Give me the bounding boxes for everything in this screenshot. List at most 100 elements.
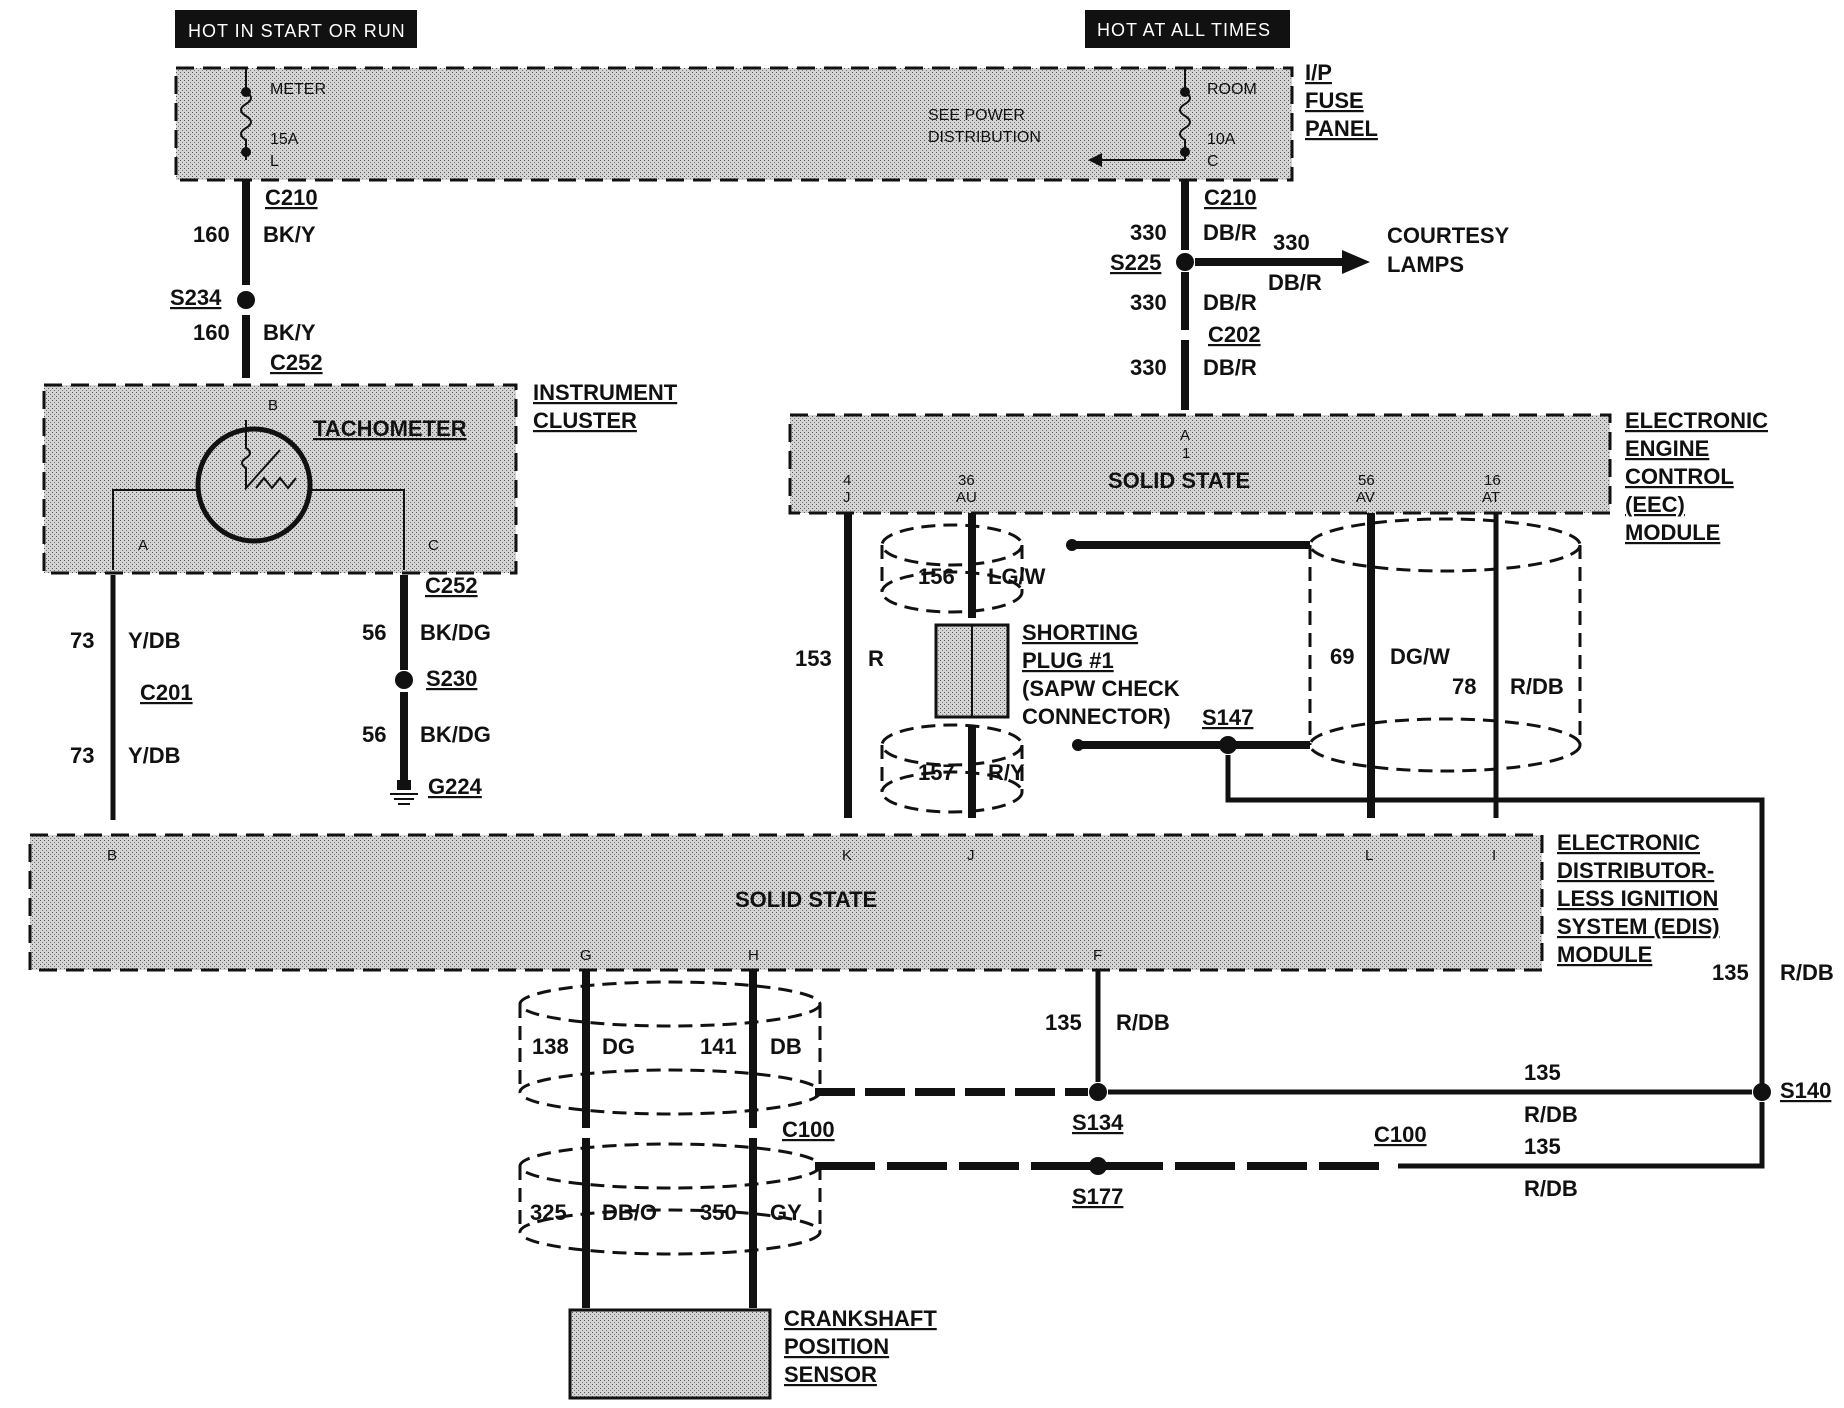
courtesy-lamps-label-1: COURTESY bbox=[1387, 223, 1510, 248]
circuit-330-a-color: DB/R bbox=[1203, 220, 1257, 245]
connector-c100-left: C100 bbox=[782, 1117, 835, 1142]
edis-pin-b: B bbox=[107, 847, 117, 864]
svg-text:SENSOR: SENSOR bbox=[784, 1362, 877, 1387]
splice-s230: S230 bbox=[426, 666, 477, 691]
eec-module-label: ELECTRONIC ENGINE CONTROL (EEC) MODULE bbox=[1625, 408, 1768, 545]
tachometer-label: TACHOMETER bbox=[313, 416, 467, 441]
circuit-350-color: GY bbox=[770, 1200, 802, 1225]
circuit-56-upper-color: BK/DG bbox=[420, 620, 491, 645]
crankshaft-sensor-box bbox=[568, 1308, 772, 1400]
ground-g224: G224 bbox=[428, 774, 483, 799]
circuit-56-upper-num: 56 bbox=[362, 620, 386, 645]
circuit-330-b-color: DB/R bbox=[1268, 270, 1322, 295]
shield-325-350-bottom bbox=[518, 1208, 822, 1256]
eec-pin-a-letter: 1 bbox=[1182, 445, 1190, 462]
splice-s234: S234 bbox=[170, 285, 222, 310]
edis-pin-f: F bbox=[1093, 947, 1102, 964]
circuit-135-d-color: R/DB bbox=[1780, 960, 1834, 985]
power-distribution-arrowhead bbox=[1088, 153, 1102, 167]
shield-156-top bbox=[880, 523, 1024, 567]
svg-text:LESS IGNITION: LESS IGNITION bbox=[1557, 886, 1718, 911]
tachometer-needle bbox=[241, 420, 297, 491]
svg-text:INSTRUMENT: INSTRUMENT bbox=[533, 380, 678, 405]
meter-fuse bbox=[240, 68, 252, 160]
circuit-69-color: DG/W bbox=[1390, 644, 1450, 669]
splice-s147: S147 bbox=[1202, 705, 1253, 730]
circuit-157-num: 157 bbox=[918, 760, 955, 785]
svg-text:CONNECTOR): CONNECTOR) bbox=[1022, 704, 1171, 729]
eec-pin-j-letter: J bbox=[843, 489, 851, 506]
edis-pin-j: J bbox=[967, 847, 975, 864]
fuse-panel-box bbox=[174, 66, 1294, 182]
circuit-325-num: 325 bbox=[530, 1200, 567, 1225]
svg-text:ELECTRONIC: ELECTRONIC bbox=[1557, 830, 1700, 855]
connector-c210-right: C210 bbox=[1204, 185, 1257, 210]
shield-69-78-top bbox=[1308, 517, 1582, 573]
circuit-73-upper-color: Y/DB bbox=[128, 628, 181, 653]
circuit-141-color: DB bbox=[770, 1034, 802, 1059]
edis-pin-i: I bbox=[1492, 847, 1496, 864]
circuit-135-d-num: 135 bbox=[1712, 960, 1749, 985]
circuit-160-lower-color: BK/Y bbox=[263, 320, 316, 345]
meter-fuse-name: METER bbox=[270, 81, 326, 98]
circuit-330-d-color: DB/R bbox=[1203, 355, 1257, 380]
circuit-160-lower-num: 160 bbox=[193, 320, 230, 345]
cluster-pin-c: C bbox=[428, 537, 439, 554]
circuit-160-upper-color: BK/Y bbox=[263, 222, 316, 247]
courtesy-lamps-label-2: LAMPS bbox=[1387, 252, 1464, 277]
svg-text:SHORTING: SHORTING bbox=[1022, 620, 1138, 645]
splice-s230-dot bbox=[395, 671, 413, 689]
splice-s134-dot bbox=[1089, 1083, 1107, 1101]
connector-c202: C202 bbox=[1208, 322, 1261, 347]
eec-pin-a-num: A bbox=[1180, 427, 1190, 444]
svg-text:(SAPW CHECK: (SAPW CHECK bbox=[1022, 676, 1180, 701]
shield-325-350-top bbox=[518, 1142, 822, 1190]
svg-text:SYSTEM (EDIS): SYSTEM (EDIS) bbox=[1557, 914, 1720, 939]
eec-pin-at-letter: AT bbox=[1482, 489, 1500, 506]
circuit-135-b-color: R/DB bbox=[1524, 1102, 1578, 1127]
svg-text:PANEL: PANEL bbox=[1305, 116, 1378, 141]
cluster-internal-wire-a bbox=[112, 489, 198, 570]
circuit-153-num: 153 bbox=[795, 646, 832, 671]
splice-s177-dot bbox=[1089, 1157, 1107, 1175]
svg-text:CRANKSHAFT: CRANKSHAFT bbox=[784, 1306, 937, 1331]
circuit-330-c-color: DB/R bbox=[1203, 290, 1257, 315]
splice-s177: S177 bbox=[1072, 1184, 1123, 1209]
shield-138-141-top bbox=[518, 980, 822, 1028]
svg-text:CONTROL: CONTROL bbox=[1625, 464, 1734, 489]
edis-module-label: ELECTRONIC DISTRIBUTOR- LESS IGNITION SY… bbox=[1557, 830, 1720, 967]
circuit-350-num: 350 bbox=[700, 1200, 737, 1225]
meter-fuse-pin: L bbox=[270, 153, 279, 170]
svg-text:PLUG #1: PLUG #1 bbox=[1022, 648, 1114, 673]
circuit-135-c-color: R/DB bbox=[1524, 1176, 1578, 1201]
power-distribution-note-2: DISTRIBUTION bbox=[928, 129, 1041, 146]
connector-c201: C201 bbox=[140, 680, 193, 705]
edis-pin-h: H bbox=[748, 947, 759, 964]
edis-solid-state: SOLID STATE bbox=[735, 887, 877, 912]
svg-text:CLUSTER: CLUSTER bbox=[533, 408, 637, 433]
circuit-325-color: DB/O bbox=[602, 1200, 657, 1225]
hot-at-all-times-label: HOT AT ALL TIMES bbox=[1097, 20, 1271, 40]
edis-pin-k: K bbox=[842, 847, 852, 864]
circuit-138-num: 138 bbox=[532, 1034, 569, 1059]
eec-solid-state: SOLID STATE bbox=[1108, 468, 1250, 493]
circuit-138-color: DG bbox=[602, 1034, 635, 1059]
svg-text:ELECTRONIC: ELECTRONIC bbox=[1625, 408, 1768, 433]
svg-text:DISTRIBUTOR-: DISTRIBUTOR- bbox=[1557, 858, 1714, 883]
room-fuse bbox=[1179, 68, 1191, 160]
circuit-330-c-num: 330 bbox=[1130, 290, 1167, 315]
eec-pin-au-letter: AU bbox=[956, 489, 977, 506]
circuit-73-lower-num: 73 bbox=[70, 743, 94, 768]
connector-c252-lower: C252 bbox=[425, 573, 478, 598]
courtesy-arrowhead bbox=[1342, 250, 1370, 274]
circuit-160-upper-num: 160 bbox=[193, 222, 230, 247]
circuit-157-color: R/Y bbox=[988, 760, 1025, 785]
circuit-56-lower-num: 56 bbox=[362, 722, 386, 747]
circuit-78-color: R/DB bbox=[1510, 674, 1564, 699]
splice-s147-dot bbox=[1219, 736, 1237, 754]
splice-s140-dot bbox=[1753, 1083, 1771, 1101]
shield-69-78-bottom bbox=[1308, 717, 1582, 773]
svg-text:(EEC): (EEC) bbox=[1625, 492, 1685, 517]
crankshaft-sensor-label: CRANKSHAFT POSITION SENSOR bbox=[784, 1306, 937, 1387]
